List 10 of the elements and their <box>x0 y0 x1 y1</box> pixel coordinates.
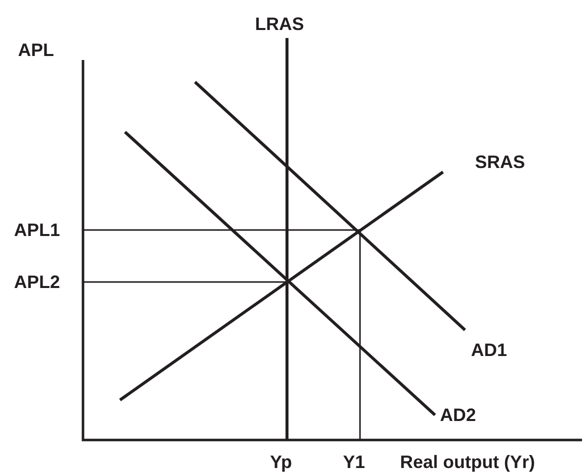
curve-label: SRAS <box>475 152 526 172</box>
curve-label: AD1 <box>471 340 508 360</box>
output-level-label: Y1 <box>343 452 366 472</box>
price-level-label: APL2 <box>14 272 60 292</box>
output-level-label: Yp <box>270 452 292 472</box>
curve-label: LRAS <box>255 14 304 34</box>
axis-title: APL <box>18 40 54 60</box>
axis-title: Real output (Yr) <box>400 452 535 472</box>
price-level-label: APL1 <box>14 220 60 240</box>
curve-label: AD2 <box>440 405 476 425</box>
